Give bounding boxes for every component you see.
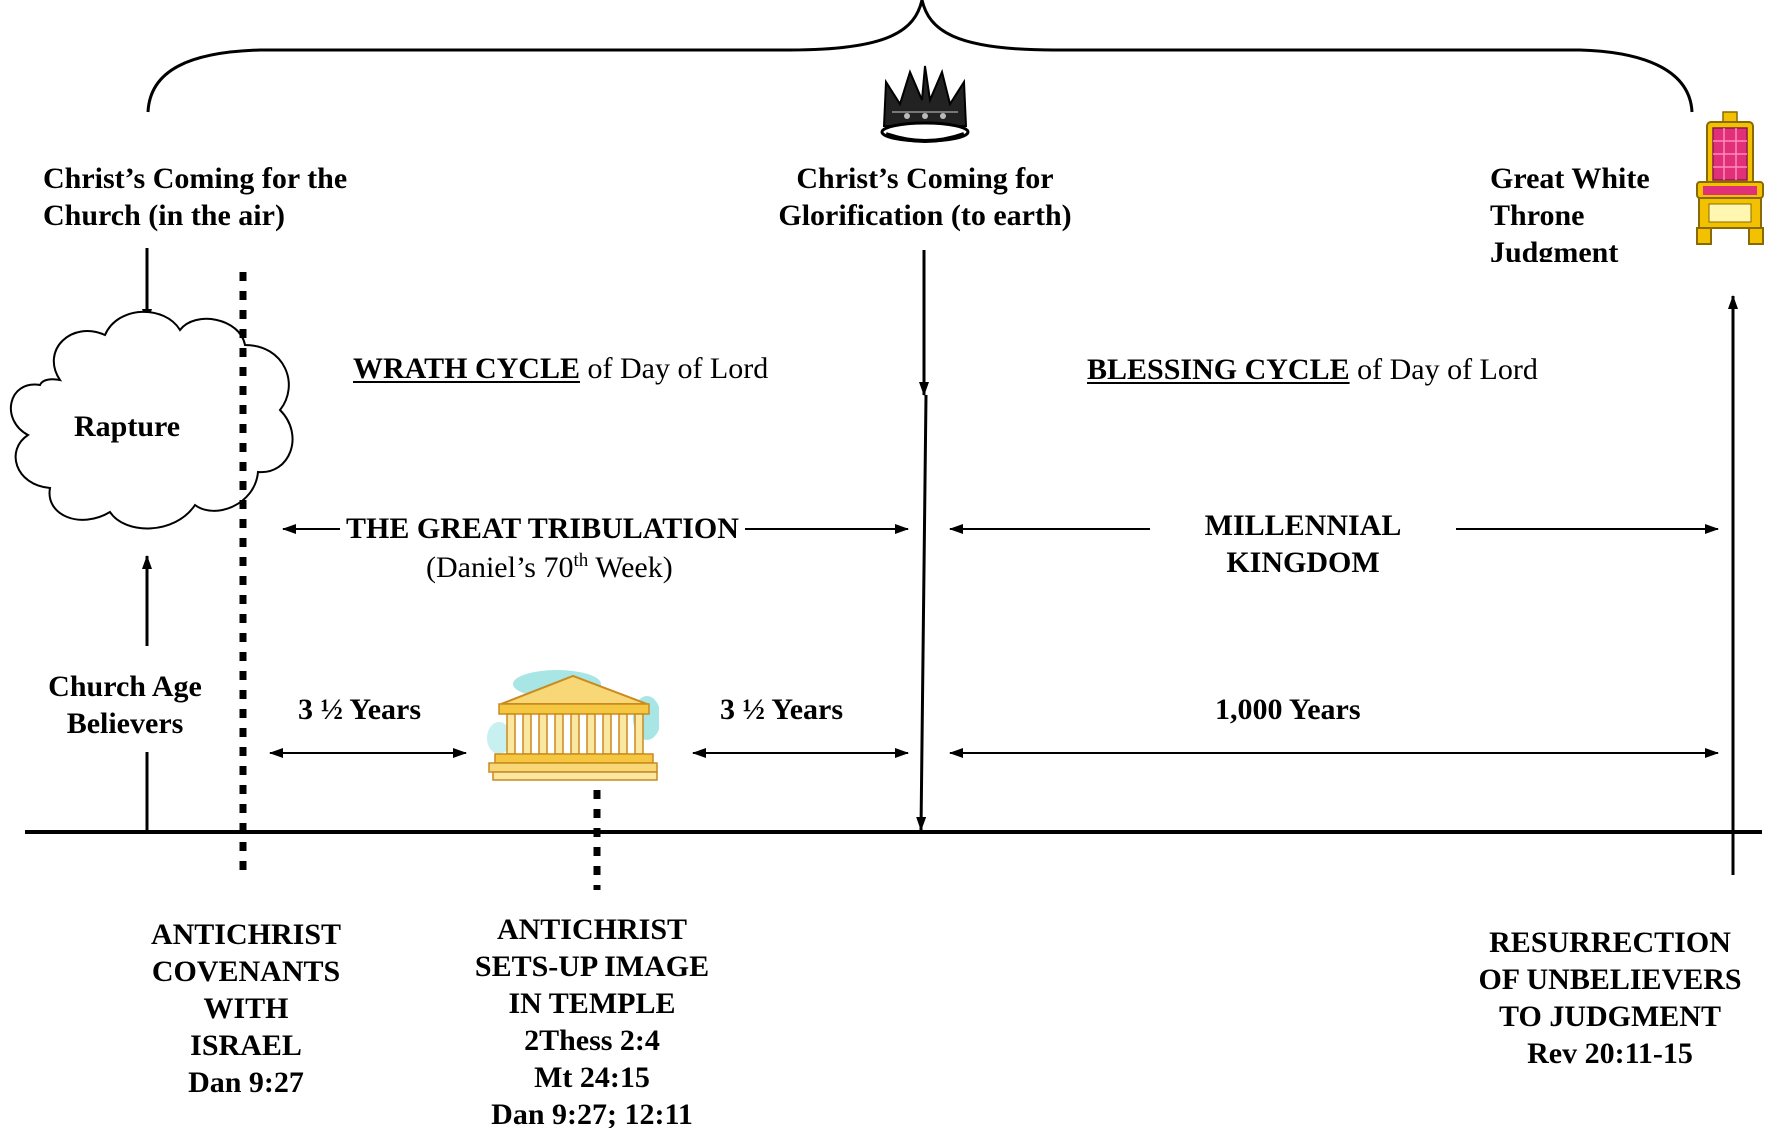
daniels-week-label: (Daniel’s 70th Week) — [426, 549, 673, 586]
millennial-kingdom-label: MILLENNIAL KINGDOM — [1150, 507, 1456, 581]
throne-judgment-label: Great White Throne Judgment — [1490, 160, 1650, 262]
daniels-week-sup: th — [573, 550, 589, 571]
daniels-week-prefix: (Daniel’s 70 — [426, 551, 574, 584]
covenant-line-5: Dan 9:27 — [188, 1066, 304, 1099]
rapture-label: Rapture — [74, 410, 181, 443]
second-half-years-label: 3 ½ Years — [720, 693, 844, 726]
great-tribulation-label: THE GREAT TRIBULATION — [340, 510, 745, 547]
millennial-line-2: KINGDOM — [1226, 546, 1380, 579]
glorification-label: Christ’s Coming for Glorification (to ea… — [700, 160, 1150, 234]
wrath-cycle-title: WRATH CYCLE — [353, 352, 580, 385]
covenant-label: ANTICHRIST COVENANTS WITH ISRAEL Dan 9:2… — [116, 916, 376, 1101]
resurrection-line-3: TO JUDGMENT — [1499, 1000, 1721, 1033]
first-half-years-label: 3 ½ Years — [298, 693, 422, 726]
throne-icon — [1696, 111, 1764, 245]
glorification-arrow-lower — [916, 394, 928, 831]
crown-icon — [880, 65, 970, 143]
resurrection-label: RESURRECTION OF UNBELIEVERS TO JUDGMENT … — [1460, 924, 1760, 1072]
image-line-5: Mt 24:15 — [534, 1061, 650, 1094]
covenant-line-2: COVENANTS — [151, 955, 341, 988]
church-age-line-2: Believers — [66, 707, 184, 740]
top-brace — [146, 0, 1694, 113]
blessing-cycle-title: BLESSING CYCLE — [1087, 353, 1350, 386]
throne-line-1: Great White — [1490, 162, 1650, 195]
covenant-line-4: ISRAEL — [190, 1029, 302, 1062]
daniels-week-suffix: Week) — [588, 551, 673, 584]
temple-icon — [487, 670, 659, 781]
image-line-1: ANTICHRIST — [496, 913, 688, 946]
wrath-cycle-heading: WRATH CYCLE of Day of Lord — [353, 350, 768, 387]
blessing-cycle-heading: BLESSING CYCLE of Day of Lord — [1087, 351, 1538, 388]
thousand-years-label: 1,000 Years — [1215, 693, 1361, 726]
covenant-line-1: ANTICHRIST — [150, 918, 342, 951]
throne-line-3: Judgment — [1490, 236, 1619, 262]
church-age-believers-label: Church Age Believers — [22, 668, 228, 742]
wrath-cycle-suffix: of Day of Lord — [579, 352, 769, 385]
blessing-cycle-suffix: of Day of Lord — [1349, 353, 1538, 386]
glorification-line-2: Glorification (to earth) — [778, 199, 1072, 232]
covenant-line-3: WITH — [203, 992, 289, 1025]
resurrection-line-2: OF UNBELIEVERS — [1478, 963, 1742, 996]
image-line-3: IN TEMPLE — [508, 987, 676, 1020]
church-age-line-1: Church Age — [48, 670, 202, 703]
image-line-6: Dan 9:27; 12:11 — [491, 1098, 693, 1128]
image-in-temple-label: ANTICHRIST SETS-UP IMAGE IN TEMPLE 2Thes… — [442, 911, 742, 1128]
church-coming-label: Christ’s Coming for the Church (in the a… — [43, 160, 347, 234]
image-line-2: SETS-UP IMAGE — [474, 950, 710, 983]
church-coming-line-2: Church (in the air) — [43, 199, 285, 232]
church-coming-line-1: Christ’s Coming for the — [43, 162, 348, 195]
resurrection-line-4: Rev 20:11-15 — [1527, 1037, 1693, 1070]
image-line-4: 2Thess 2:4 — [524, 1024, 660, 1057]
throne-line-2: Throne — [1490, 199, 1585, 232]
millennial-line-1: MILLENNIAL — [1204, 509, 1402, 542]
glorification-line-1: Christ’s Coming for — [796, 162, 1054, 195]
resurrection-line-1: RESURRECTION — [1489, 926, 1731, 959]
